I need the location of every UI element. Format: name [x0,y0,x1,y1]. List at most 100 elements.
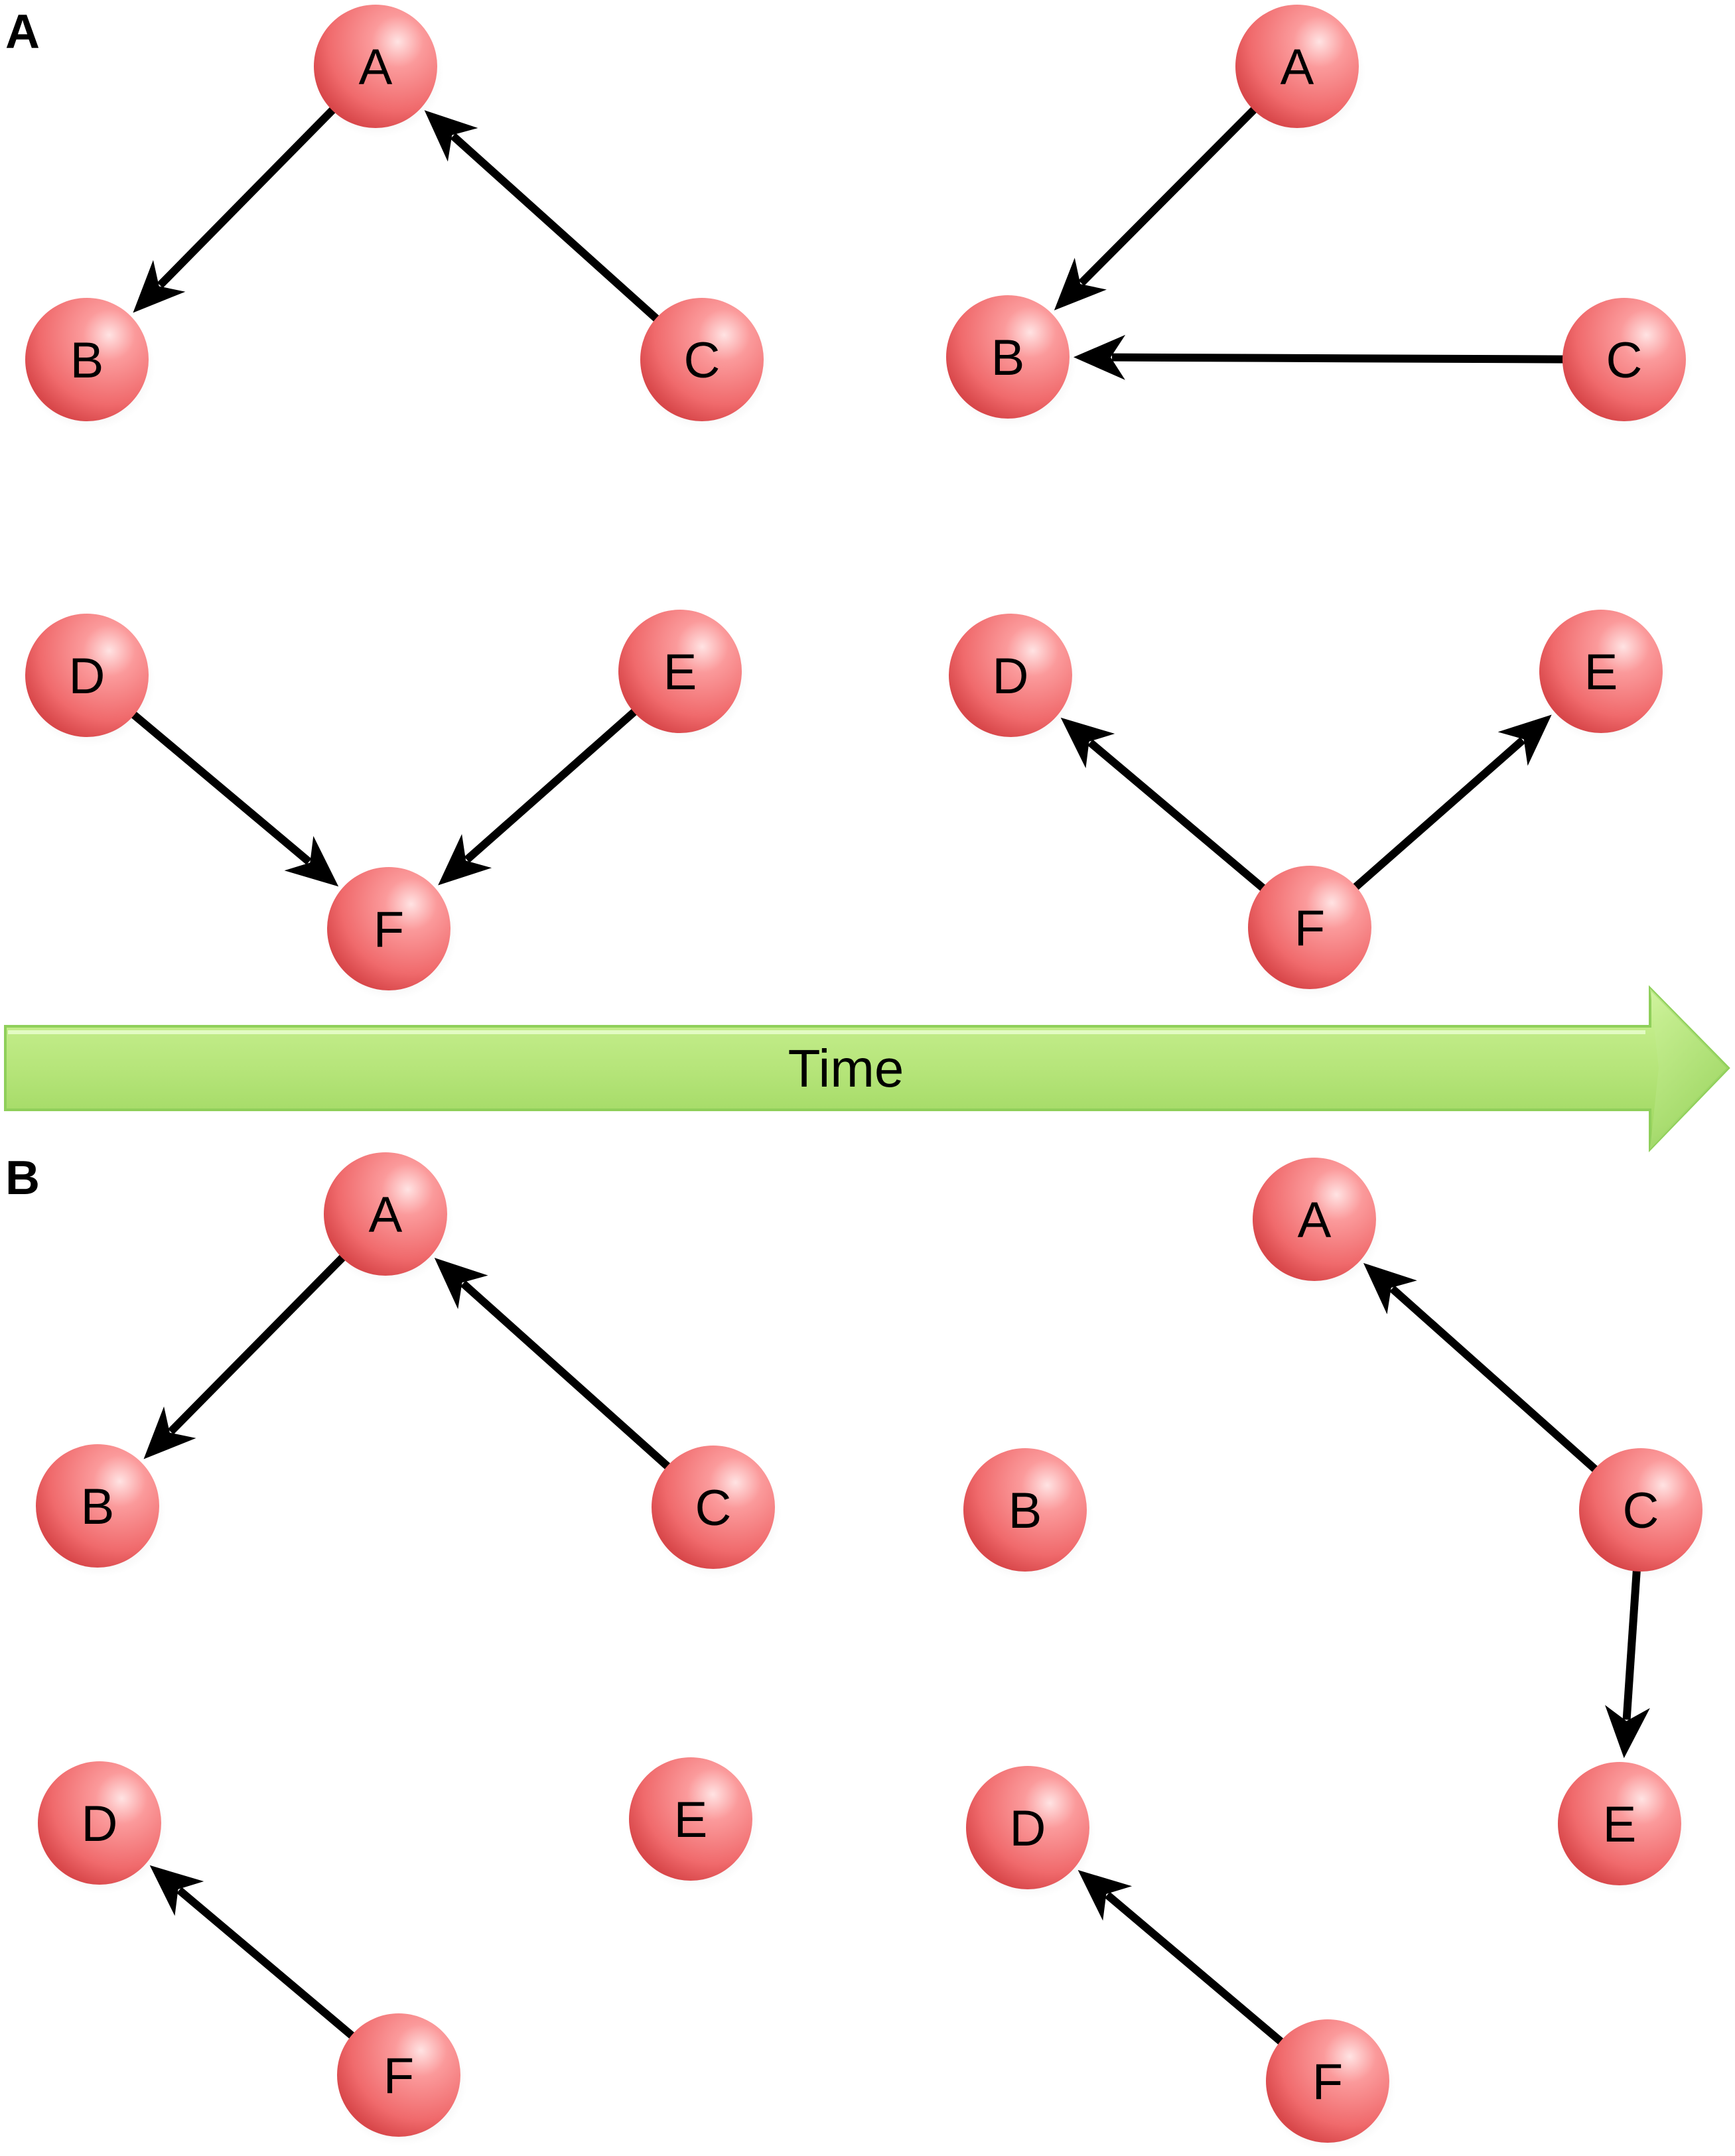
node-label: B [1008,1483,1042,1539]
node-label: A [1298,1192,1332,1248]
node-b1-d: D [36,1761,168,1894]
node-circle [618,610,742,733]
node-circle [337,2013,460,2137]
node-circle [25,614,149,737]
node-circle [327,867,451,990]
edge-line [1105,1891,1285,2047]
edge-b2-c-to-a [1363,1262,1600,1474]
node-b1-b: B [35,1444,166,1577]
edge-a2-f-to-d [1060,717,1267,893]
node-circle [25,298,149,421]
node-b2-a: A [1251,1158,1383,1290]
edge-line [1622,1568,1641,1720]
node-label: D [993,648,1029,705]
node-label: D [69,648,105,705]
node-circle [38,1761,161,1885]
node-circle [629,1757,752,1881]
node-circle [1562,298,1686,421]
edge-line [450,133,661,323]
edge-arrowhead [1363,1262,1417,1315]
node-label: C [1623,1483,1659,1539]
edge-b1-f-to-d [149,1865,356,2041]
node-circle [1235,5,1359,128]
node-label: E [674,1792,708,1848]
node-b2-f: F [1265,2019,1396,2152]
node-label: E [1584,644,1618,701]
edge-a2-f-to-e [1351,714,1552,892]
node-a2-a: A [1234,5,1365,137]
node-a2-d: D [947,614,1079,746]
edge-arrowhead [438,834,492,886]
node-b2-e: E [1557,1762,1688,1895]
node-circle [963,1448,1087,1572]
node-b1-f: F [336,2013,467,2146]
node-label: E [1603,1796,1637,1853]
edge-line [1389,1285,1600,1474]
edge-arrowhead [434,1258,488,1310]
edge-a2-a-to-b [1054,105,1259,310]
node-b1-e: E [628,1757,759,1890]
edge-arrowhead [284,836,339,887]
edge-arrowhead [424,110,478,162]
node-a1-b: B [24,298,155,431]
node-b2-d: D [965,1766,1096,1899]
node-a1-f: F [326,867,457,1000]
edge-line [129,710,312,865]
node-circle [1539,610,1663,733]
node-label: F [1294,900,1325,957]
panel-label-b: B [5,1152,40,1205]
edge-line [460,1280,672,1471]
node-circle [314,5,437,128]
edge-arrowhead [1077,1869,1133,1921]
node-circle [324,1152,447,1276]
node-circle [36,1444,159,1568]
edge-arrowhead [1054,257,1107,310]
edge-a1-a-to-b [133,105,337,313]
edge-b2-f-to-d [1077,1869,1285,2047]
node-circle [966,1766,1089,1889]
node-label: A [359,39,393,96]
node-label: A [1281,39,1314,96]
node-circle [1253,1158,1376,1281]
node-label: C [1606,332,1643,389]
node-a1-a: A [312,5,444,137]
edge-line [464,707,639,863]
node-label: F [383,2048,414,2104]
node-label: C [695,1480,732,1536]
edge-arrowhead [1060,717,1115,769]
edge-a1-d-to-f [129,710,339,887]
edge-arrowhead [1073,334,1126,380]
node-circle [652,1446,775,1569]
node-label: B [70,332,104,389]
node-a1-c: C [639,298,770,431]
edge-line [157,105,337,289]
edge-arrowhead [149,1865,204,1917]
node-label: A [369,1187,403,1243]
edge-b2-c-to-e [1605,1568,1650,1759]
node-label: D [1010,1800,1046,1857]
node-label: E [663,644,697,701]
edge-line [1111,353,1566,364]
panel-label-a: A [5,5,40,58]
edge-arrowhead [143,1406,196,1459]
edge-a1-e-to-f [438,707,639,886]
node-a1-e: E [617,610,748,742]
edge-arrowhead [133,259,186,313]
node-circle [1558,1762,1681,1885]
node-circle [949,614,1072,737]
node-a2-e: E [1538,610,1669,742]
time-arrow-head [1650,988,1728,1149]
node-a1-d: D [24,614,155,746]
node-label: B [81,1479,115,1535]
node-b2-c: C [1578,1448,1709,1581]
time-arrow: Time [4,985,1730,1152]
edges-layer [129,105,1650,2047]
node-circle [640,298,764,421]
node-b1-a: A [322,1152,454,1285]
edge-arrowhead [1497,714,1552,766]
node-label: F [1312,2054,1343,2110]
node-a2-c: C [1561,298,1693,431]
edge-a2-c-to-b [1073,334,1566,380]
node-label: C [684,332,721,389]
